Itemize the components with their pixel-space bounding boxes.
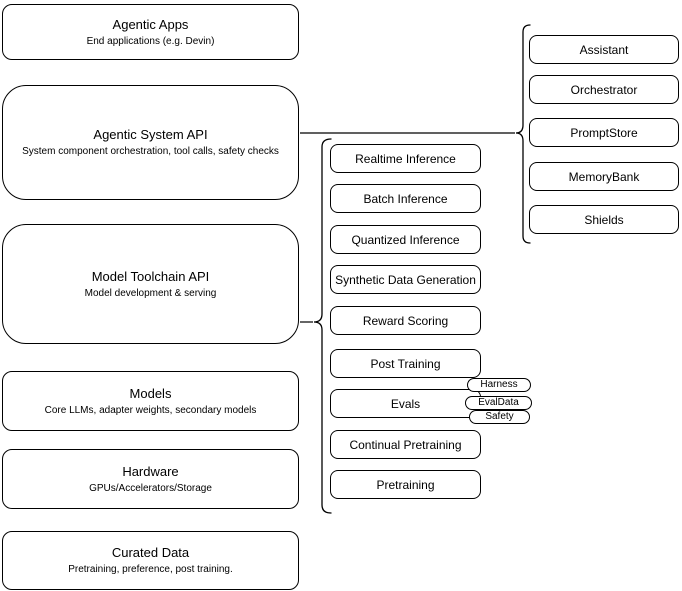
node-label: Quantized Inference xyxy=(351,232,460,247)
node-label: Assistant xyxy=(579,42,629,57)
node-label: Synthetic Data Generation xyxy=(335,272,476,287)
component-orchestrator: Orchestrator xyxy=(529,75,679,104)
node-label: Continual Pretraining xyxy=(349,437,462,452)
box-agentic-apps: Agentic Apps End applications (e.g. Devi… xyxy=(2,4,299,60)
toolchain-item-continual-pretraining: Continual Pretraining xyxy=(330,430,481,459)
node-label: Evals xyxy=(390,396,421,411)
box-agentic-system-api: Agentic System API System component orch… xyxy=(2,85,299,200)
node-label: PromptStore xyxy=(570,125,638,140)
box-title: Agentic System API xyxy=(93,127,208,142)
box-title: Model Toolchain API xyxy=(91,268,210,284)
node-label: Orchestrator xyxy=(570,82,638,97)
box-title: Curated Data xyxy=(111,545,190,560)
node-label: Post Training xyxy=(370,356,441,371)
box-title: Hardware xyxy=(122,463,179,479)
toolchain-item-reward-scoring: Reward Scoring xyxy=(330,306,481,335)
toolchain-item-post-training: Post Training xyxy=(330,349,481,378)
box-model-toolchain-api: Model Toolchain API Model development & … xyxy=(2,224,299,344)
component-memorybank: MemoryBank xyxy=(529,162,679,191)
box-subtitle: System component orchestration, tool cal… xyxy=(22,146,279,157)
pill-label: Safety xyxy=(485,411,514,422)
box-title: Models xyxy=(129,385,172,401)
box-models: Models Core LLMs, adapter weights, secon… xyxy=(2,371,299,431)
components-brace xyxy=(515,24,531,244)
box-subtitle: Model development & serving xyxy=(84,287,217,299)
component-shields: Shields xyxy=(529,205,679,234)
toolchain-brace xyxy=(313,138,332,514)
toolchain-item-synthetic-data-generation: Synthetic Data Generation xyxy=(330,265,481,294)
component-promptstore: PromptStore xyxy=(529,118,679,147)
component-assistant: Assistant xyxy=(529,35,679,64)
toolchain-item-pretraining: Pretraining xyxy=(330,470,481,499)
eval-tag-harness: Harness xyxy=(467,378,531,392)
toolchain-item-evals: Evals xyxy=(330,389,481,418)
node-label: Shields xyxy=(584,212,624,227)
node-label: Pretraining xyxy=(376,477,435,492)
box-subtitle: GPUs/Accelerators/Storage xyxy=(89,482,212,494)
node-label: Realtime Inference xyxy=(355,151,456,166)
box-subtitle: Core LLMs, adapter weights, secondary mo… xyxy=(44,404,257,416)
pill-label: EvalData xyxy=(478,397,519,408)
toolchain-item-realtime-inference: Realtime Inference xyxy=(330,144,481,173)
box-title: Agentic Apps xyxy=(112,16,189,32)
eval-tag-safety: Safety xyxy=(469,410,530,424)
toolchain-item-batch-inference: Batch Inference xyxy=(330,184,481,213)
node-label: Reward Scoring xyxy=(362,313,449,328)
pill-label: Harness xyxy=(480,379,518,390)
toolchain-item-quantized-inference: Quantized Inference xyxy=(330,225,481,254)
box-hardware: Hardware GPUs/Accelerators/Storage xyxy=(2,449,299,509)
box-curated-data: Curated Data Pretraining, preference, po… xyxy=(2,531,299,590)
eval-tag-evaldata: EvalData xyxy=(465,396,532,410)
node-label: Batch Inference xyxy=(363,191,448,206)
box-subtitle: End applications (e.g. Devin) xyxy=(86,35,215,47)
box-subtitle: Pretraining, preference, post training. xyxy=(68,564,233,575)
node-label: MemoryBank xyxy=(568,169,640,184)
